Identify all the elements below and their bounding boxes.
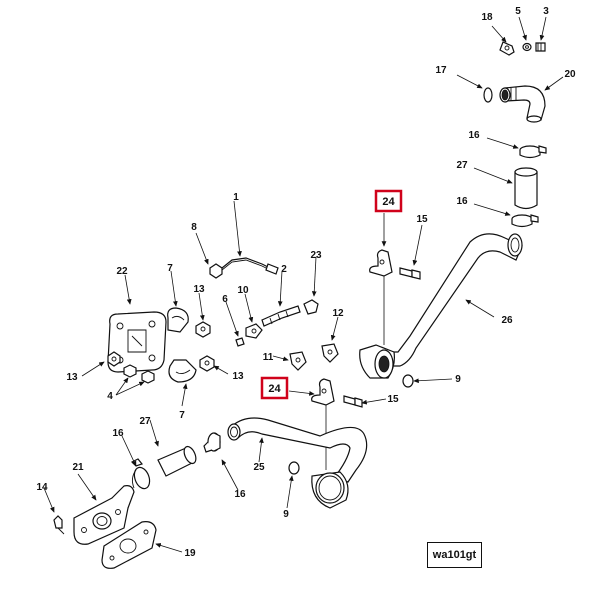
callout-4: 4 [107,391,113,402]
clip-part-11 [289,351,307,371]
fitting-part-23 [303,299,319,315]
callout-labels: 18 5 3 17 20 16 27 16 24 15 26 9 24 15 2… [36,6,576,559]
callout-26: 26 [501,315,513,326]
elbow-fitting-part-20 [499,85,546,123]
gasket-part-19 [101,521,157,569]
bolt-part-15-lower [343,395,363,408]
bolt-part-15-upper [399,267,421,280]
nut-part-4-b [141,370,155,384]
mounting-bracket-part-24-lower [311,378,335,470]
nut-part-4-a [123,364,137,378]
callout-15-upper: 15 [416,214,428,225]
hose-part-27-upper [514,167,538,210]
callout-22: 22 [116,266,128,277]
callout-17: 17 [435,65,447,76]
mounting-plate-part-22 [107,311,167,373]
callout-3: 3 [543,6,549,17]
callout-23: 23 [310,250,322,261]
nut-part-13-right [199,355,215,372]
callout-16-upper: 16 [468,130,480,141]
callout-24-lower: 24 [268,383,281,395]
clip-bracket-part-18 [499,41,515,56]
callout-16-lower-right: 16 [234,489,246,500]
callout-5: 5 [515,6,521,17]
highlight-box-24-upper [374,189,403,213]
fitting-part-6 [235,337,245,347]
callout-16-mid: 16 [456,196,468,207]
callout-13-top: 13 [193,284,205,295]
callout-6: 6 [222,294,228,305]
callout-14: 14 [36,482,48,493]
reference-code-text: wa101gt [432,549,477,561]
callout-27-lower: 27 [139,416,151,427]
o-ring-part-9-right [402,374,414,388]
leader-lines [43,16,564,553]
o-ring-part-17 [483,87,493,103]
callout-13-left: 13 [66,372,78,383]
coolant-pipe-part-25 [227,417,368,509]
hose-clamp-part-16-mid [511,214,539,228]
callout-21: 21 [72,462,84,473]
fitting-part-8 [209,263,223,279]
callout-8: 8 [191,222,197,233]
o-ring-part-9-lower [288,461,300,475]
fitting-part-10 [245,323,263,339]
clip-part-12 [321,343,339,363]
brake-line-part-1 [221,257,279,275]
highlight-box-24-lower [260,376,289,400]
mounting-bracket-part-24-upper [369,249,393,345]
callout-7-upper: 7 [167,263,173,274]
callout-1: 1 [233,192,239,203]
callout-13-right: 13 [232,371,244,382]
thermostat-housing-part-21 [73,485,135,545]
hose-part-27-lower [157,445,197,477]
callout-19: 19 [184,548,196,559]
callout-24-upper: 24 [382,196,395,208]
callout-10: 10 [237,285,249,296]
callout-16-lower-left: 16 [112,428,124,439]
hose-clamp-part-16-upper [519,145,547,159]
callout-25: 25 [253,462,265,473]
strap-clamp-part-7-lower [168,359,197,383]
callout-27-upper: 27 [456,160,468,171]
callout-11: 11 [263,352,274,363]
callout-12: 12 [332,308,344,319]
callout-9-lower: 9 [283,509,289,520]
hose-clamp-part-16-lower-right [203,432,221,453]
callout-15-lower: 15 [387,394,399,405]
strap-clamp-part-7-upper [167,307,189,333]
nut-part-13-left [107,351,121,367]
callout-20: 20 [564,69,576,80]
callout-7-lower: 7 [179,410,185,421]
reference-code-box: wa101gt [427,542,482,568]
callout-2: 2 [281,264,287,275]
washer-part-5 [522,42,532,52]
bolt-part-14 [53,515,65,535]
bolt-part-3 [535,42,546,52]
nut-part-13-top [195,321,211,338]
coolant-pipe-part-26 [359,233,523,379]
callout-18: 18 [481,12,493,23]
callout-9-right: 9 [455,374,461,385]
line-fitting-part-2 [261,305,301,327]
